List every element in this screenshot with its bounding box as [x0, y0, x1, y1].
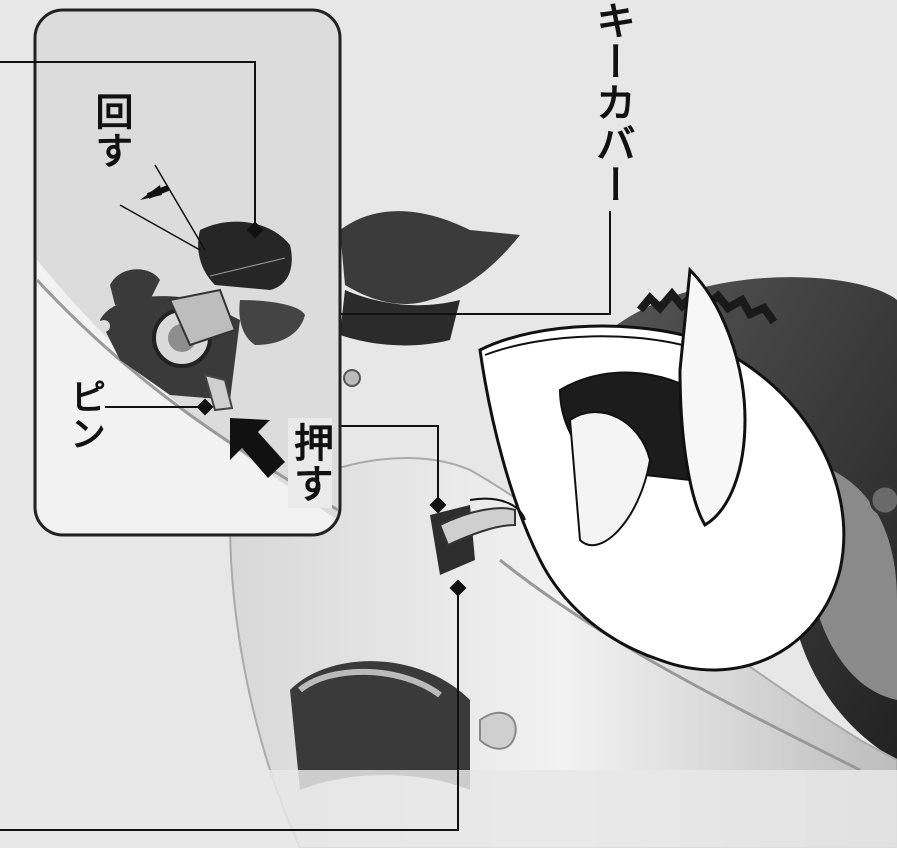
push-label: 押す — [287, 418, 333, 508]
helmet-holder — [430, 505, 516, 575]
pin-leader-line — [105, 398, 214, 416]
holder-leader-line — [0, 579, 467, 831]
push-leader-line — [338, 425, 447, 514]
helmet — [469, 266, 846, 672]
seat — [340, 211, 520, 387]
turn-label: 回す — [89, 92, 133, 170]
bottom-fade — [0, 770, 897, 848]
key-leader-line — [0, 61, 264, 239]
side-cover — [228, 457, 897, 848]
inset-panel — [33, 8, 342, 537]
pin-label: ピン — [64, 378, 105, 452]
key-cover-label: キーカバー — [588, 0, 636, 211]
